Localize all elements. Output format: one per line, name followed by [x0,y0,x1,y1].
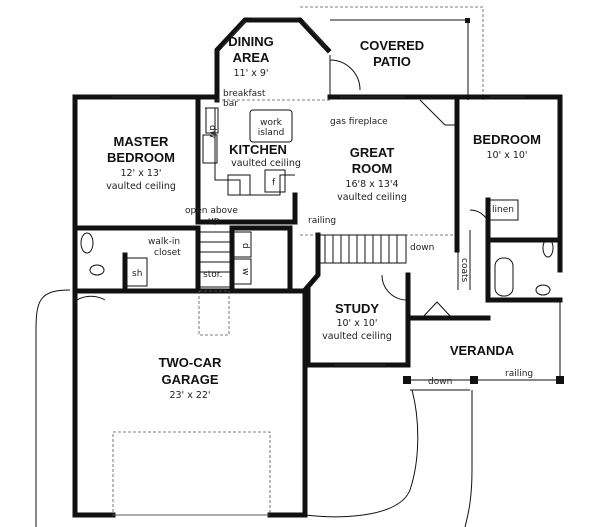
dishwasher [205,107,219,134]
veranda-post [556,376,564,384]
refrigerator [264,169,286,193]
stairs-down[interactable] [317,234,407,264]
patio-roof-outline [300,6,484,100]
svg-text:ROOM: ROOM [352,161,392,176]
exterior-wall [72,94,220,303]
svg-text:11' x 9': 11' x 9' [233,68,268,79]
svg-text:closet: closet [154,248,181,258]
patio-post [465,18,470,23]
range [227,174,251,196]
walkway-edge [464,390,473,527]
svg-text:vaulted ceiling: vaulted ceiling [337,192,407,203]
garage-wall [72,288,308,518]
svg-text:open above: open above [185,206,238,216]
svg-text:16'8 x 13'4: 16'8 x 13'4 [345,179,398,190]
veranda-label: VERANDA [450,343,515,358]
interior-wall [195,97,298,225]
veranda-railing [408,300,561,381]
svg-text:vaulted ceiling: vaulted ceiling [322,331,392,342]
svg-text:island: island [258,128,285,138]
svg-text:bar: bar [223,99,238,109]
bath-sink [542,238,554,258]
svg-text:breakfast: breakfast [223,89,266,99]
veranda-post [470,376,478,384]
great-room-label: GREAT [350,145,395,160]
interior-wall [485,197,563,303]
laundry-wall [229,225,293,294]
svg-text:sh: sh [132,269,142,279]
svg-text:f: f [272,178,276,188]
svg-text:vaulted ceiling: vaulted ceiling [106,181,176,192]
svg-text:GARAGE: GARAGE [161,372,218,387]
svg-text:coats: coats [459,258,469,282]
coat-closet [457,230,471,290]
kitchen-label: KITCHEN [229,142,287,157]
walkway [304,389,470,518]
driveway-edge [35,289,71,527]
garage-side-door[interactable] [76,295,106,301]
svg-text:AREA: AREA [233,50,270,65]
svg-text:down: down [410,243,434,253]
svg-text:10' x 10': 10' x 10' [486,150,527,161]
patio-door[interactable] [329,55,361,95]
washer [233,258,252,285]
bathtub [494,257,514,297]
svg-text:railing: railing [505,369,533,379]
front-door[interactable] [421,301,453,319]
gas-fireplace [419,99,456,126]
kitchen-counter [205,107,295,196]
svg-text:linen: linen [492,205,514,215]
sink [202,134,218,164]
svg-text:BEDROOM: BEDROOM [107,150,175,165]
window [303,21,327,47]
toilet [89,264,105,276]
exterior-wall [327,94,563,273]
bedroom-label: BEDROOM [473,132,541,147]
garage-step [198,290,230,336]
svg-text:up: up [208,216,220,226]
study-label: STUDY [335,301,379,316]
toilet [535,284,551,296]
dining-wall [214,17,332,103]
study-door[interactable] [381,274,408,301]
interior-wall [72,225,201,294]
svg-text:23' x 22': 23' x 22' [169,390,210,401]
window [221,20,247,48]
dryer [233,231,252,258]
svg-text:gas fireplace: gas fireplace [330,117,388,127]
svg-text:dw: dw [207,125,217,138]
svg-text:walk-in: walk-in [148,237,180,247]
svg-text:10' x 10': 10' x 10' [336,318,377,329]
svg-text:w: w [240,268,250,275]
svg-text:vaulted ceiling: vaulted ceiling [231,158,301,169]
garage-label: TWO-CAR [159,355,222,370]
svg-text:d: d [240,243,250,249]
svg-text:down: down [428,377,452,387]
interior-wall [301,232,321,294]
work-island [249,109,293,143]
veranda-post [403,376,411,384]
svg-text:12' x 13': 12' x 13' [120,168,161,179]
bath-sink [80,232,94,254]
garage-door-track [112,431,271,516]
svg-text:PATIO: PATIO [373,54,411,69]
dining-label: DINING [228,34,274,49]
master-label: MASTER [114,134,170,149]
svg-text:work: work [260,118,283,128]
svg-text:stor.: stor. [203,270,222,280]
patio-label: COVERED [360,38,424,53]
shower [124,257,148,287]
svg-text:railing: railing [308,216,336,226]
